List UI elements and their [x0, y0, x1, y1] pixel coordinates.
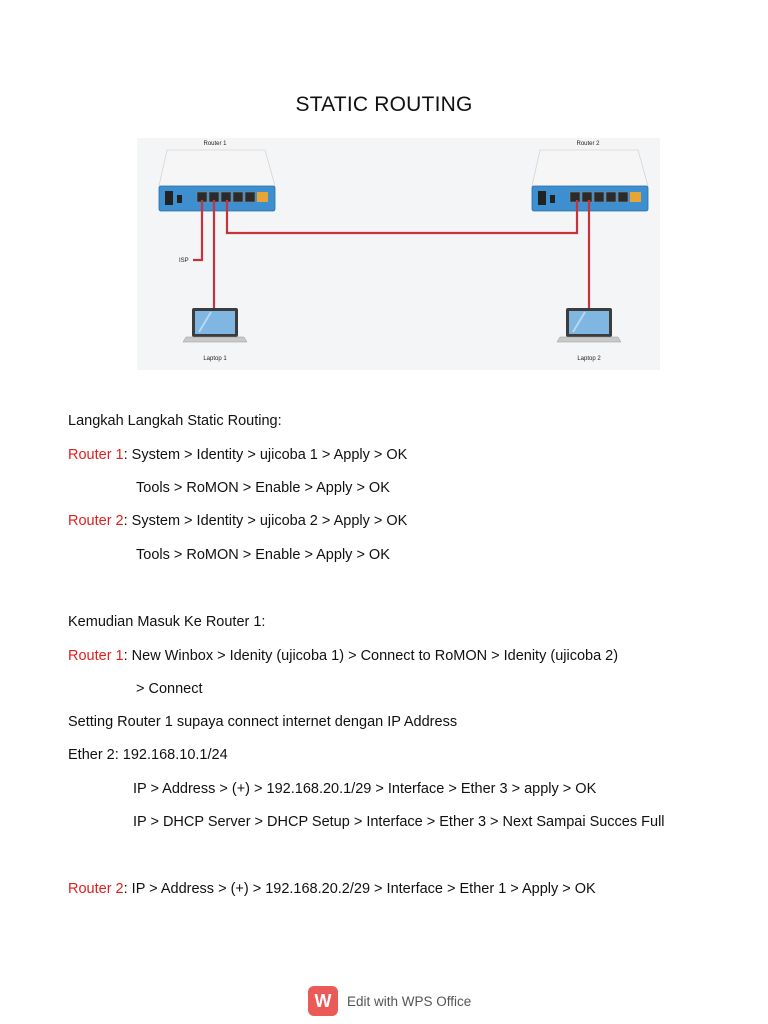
- router1-step-text: : System > Identity > ujicoba 1 > Apply …: [123, 447, 408, 463]
- dhcp-step: IP > DHCP Server > DHCP Setup > Interfac…: [133, 814, 665, 830]
- ether2-line: Ether 2: 192.168.10.1/24: [68, 747, 228, 763]
- router2-step2: Tools > RoMON > Enable > Apply > OK: [136, 547, 390, 563]
- laptop-2-label: Laptop 2: [577, 356, 601, 362]
- router2b-label: Router 2: [68, 881, 124, 897]
- router1-label: Router 1: [68, 447, 124, 463]
- wps-logo-icon: W: [308, 986, 338, 1016]
- wps-edit-link[interactable]: Edit with WPS Office: [347, 993, 472, 1009]
- router2-step-text: : System > Identity > ujicoba 2 > Apply …: [123, 513, 408, 529]
- setting-heading: Setting Router 1 supaya connect internet…: [68, 714, 458, 730]
- page-title: STATIC ROUTING: [295, 93, 473, 116]
- router2b-step-line: Router 2: IP > Address > (+) > 192.168.2…: [68, 880, 596, 898]
- router1-step-line: Router 1: System > Identity > ujicoba 1 …: [68, 446, 407, 464]
- router1b-step2: > Connect: [136, 681, 203, 697]
- router-2: Router 2: [531, 141, 649, 212]
- router1b-label: Router 1: [68, 648, 124, 664]
- steps-heading: Langkah Langkah Static Routing:: [68, 413, 282, 429]
- router-1-label: Router 1: [203, 141, 227, 147]
- ip-address-step: IP > Address > (+) > 192.168.20.1/29 > I…: [133, 781, 597, 797]
- laptop-1-label: Laptop 1: [203, 356, 227, 362]
- router-2-label: Router 2: [576, 141, 600, 147]
- router2b-step-text: : IP > Address > (+) > 192.168.20.2/29 >…: [123, 881, 596, 897]
- laptop-1: Laptop 1: [182, 308, 248, 362]
- router2-label: Router 2: [68, 513, 124, 529]
- router-1: Router 1: [158, 141, 276, 212]
- router1-step2: Tools > RoMON > Enable > Apply > OK: [136, 480, 390, 496]
- kemudian-heading: Kemudian Masuk Ke Router 1:: [68, 614, 266, 630]
- network-diagram: Router 1 Router 2 ISP: [137, 138, 660, 370]
- cables: [193, 200, 591, 310]
- router2-step-line: Router 2: System > Identity > ujicoba 2 …: [68, 512, 407, 530]
- router1b-step-text: : New Winbox > Idenity (ujicoba 1) > Con…: [123, 648, 619, 664]
- isp-cable: [193, 200, 204, 262]
- wps-footer[interactable]: W Edit with WPS Office: [308, 985, 471, 1017]
- laptop-2: Laptop 2: [556, 308, 622, 362]
- isp-label: ISP: [179, 258, 189, 264]
- inter-router-cable: [225, 200, 579, 235]
- router1b-step-line: Router 1: New Winbox > Idenity (ujicoba …: [68, 647, 618, 665]
